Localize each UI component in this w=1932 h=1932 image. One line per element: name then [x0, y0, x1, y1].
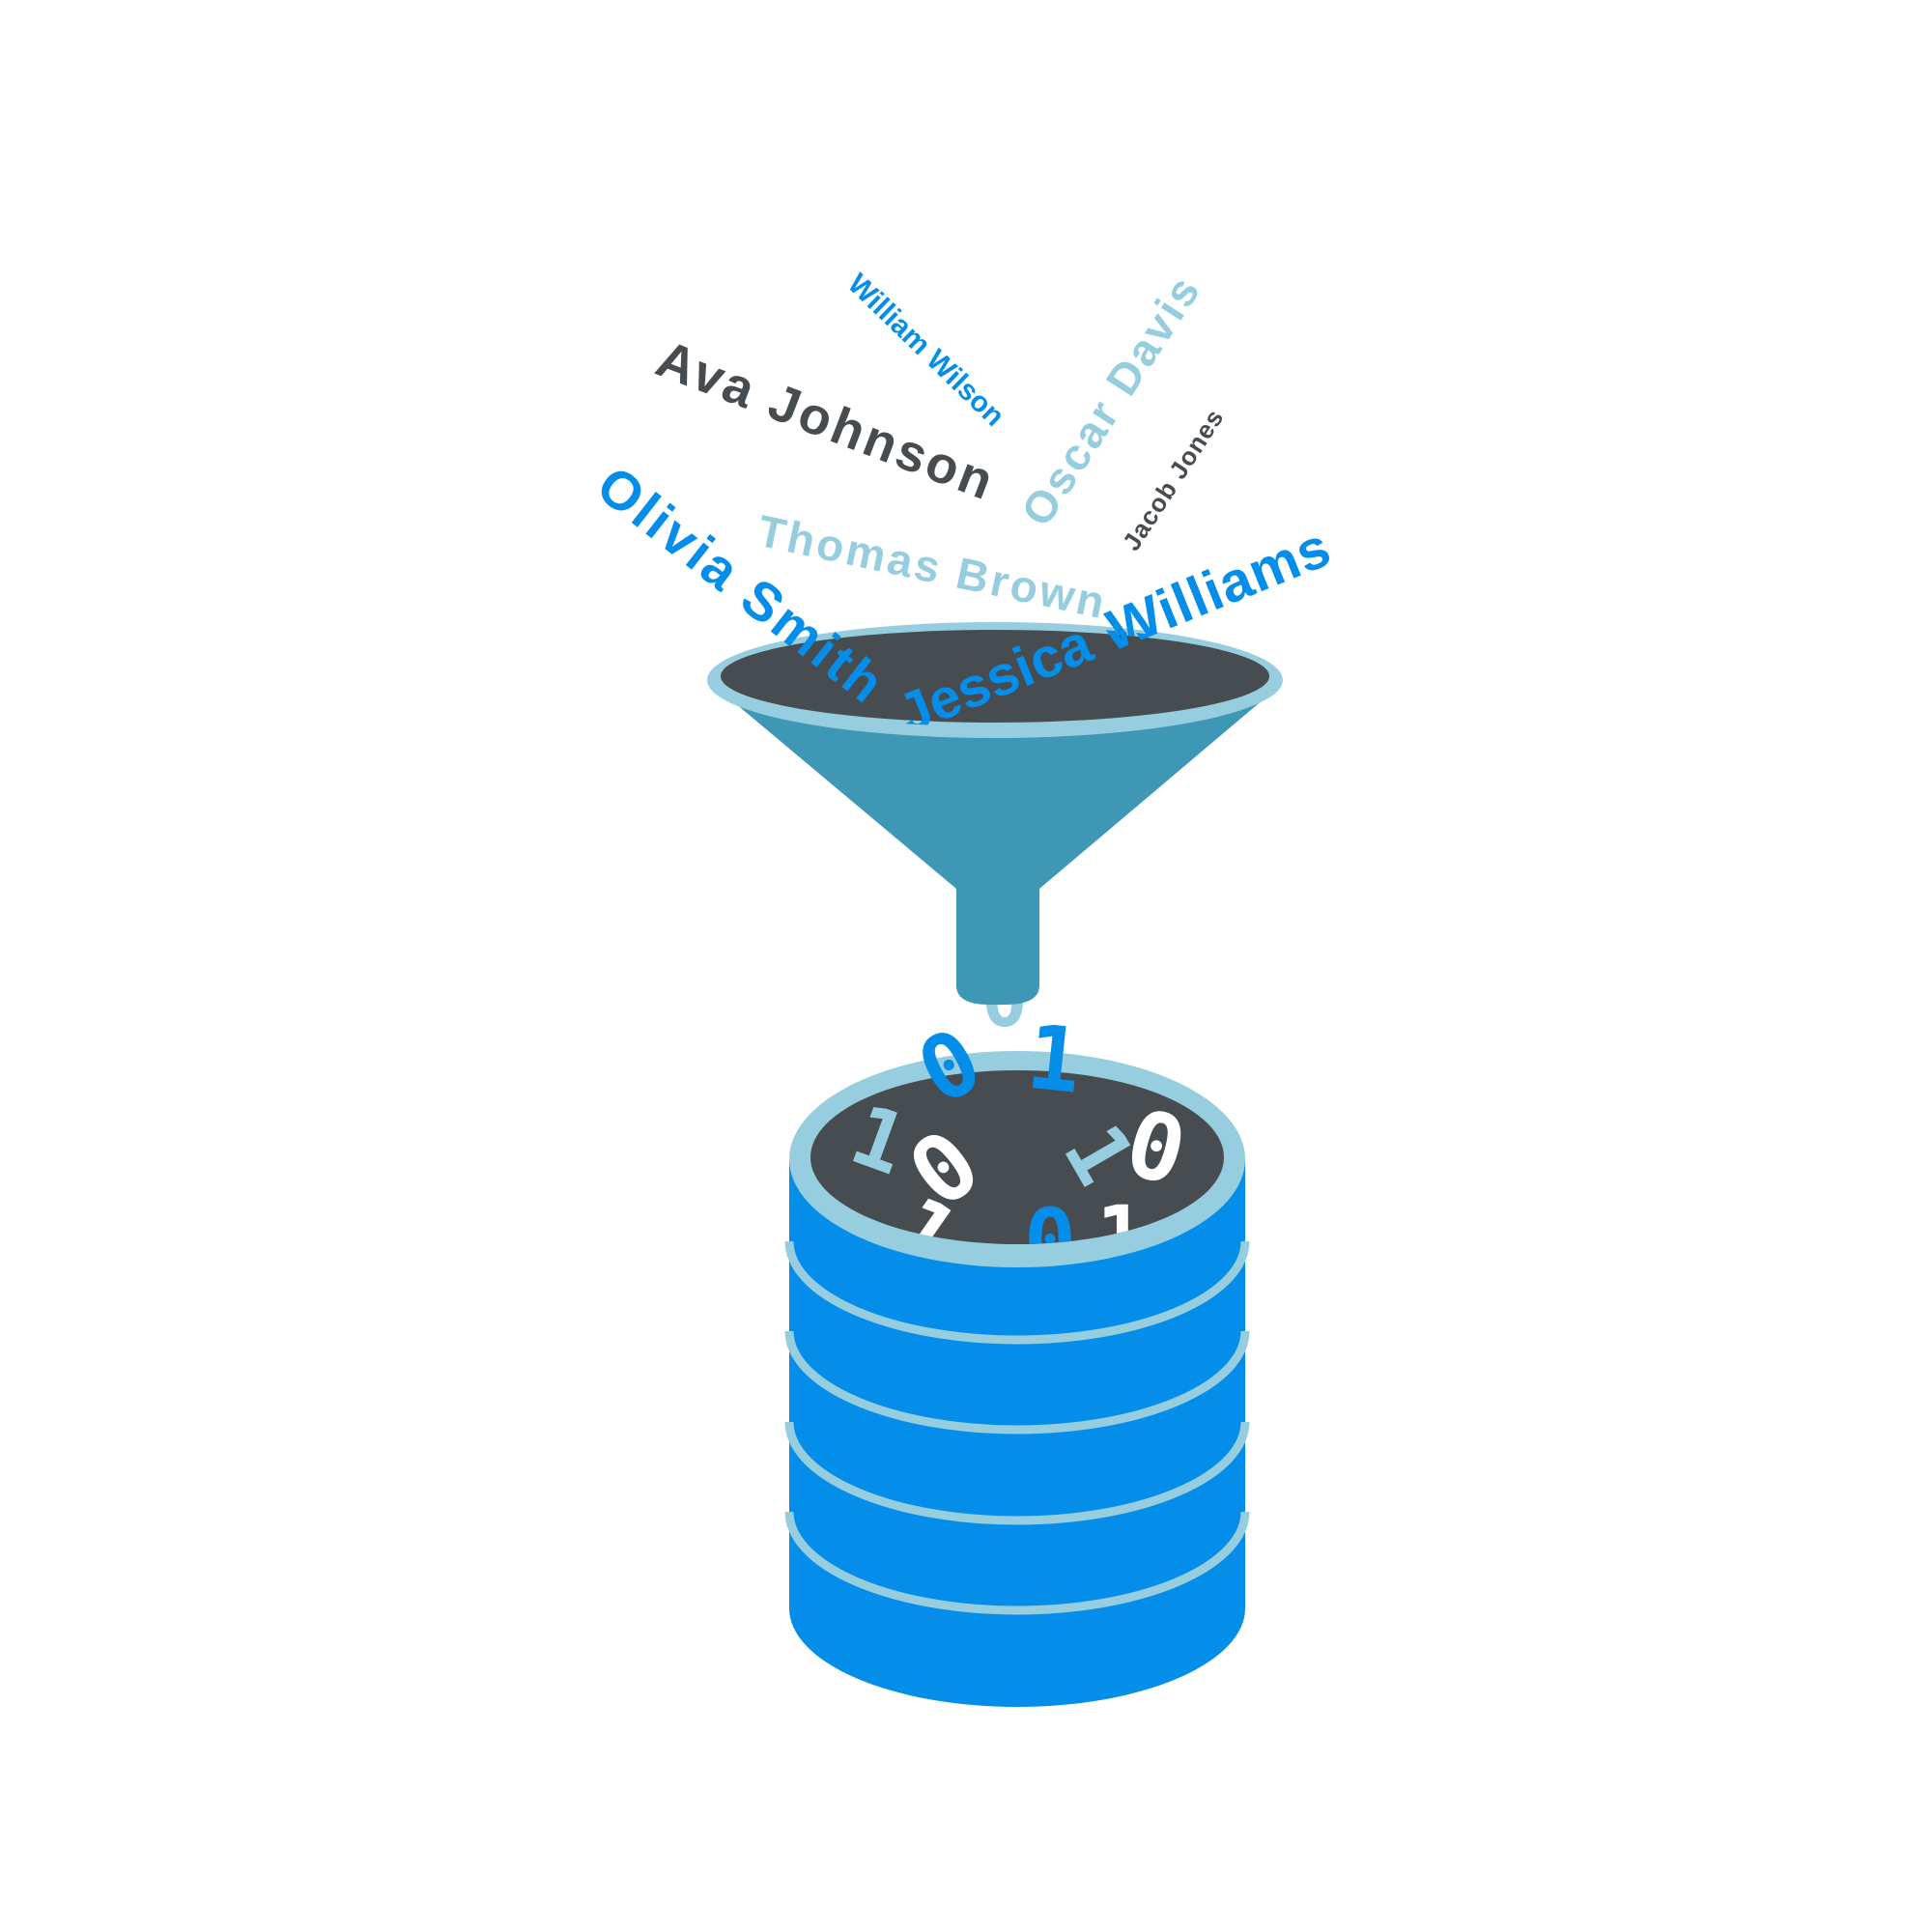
database-band [784, 1240, 1250, 1345]
digit-zero: 0 [1024, 1190, 1076, 1292]
database-band [784, 1511, 1250, 1615]
digit-one: 1 [1022, 1006, 1086, 1114]
database-body [789, 1162, 1245, 1707]
name-jacob-jones: Jacob Jones [1117, 404, 1230, 556]
database-band [784, 1330, 1250, 1435]
funnel-cone [717, 688, 1277, 1005]
database-band [784, 1421, 1250, 1525]
funnel-mouth [721, 630, 1269, 723]
funnel-icon [707, 622, 1283, 1005]
database-top [810, 1070, 1224, 1244]
database-icon [784, 1051, 1250, 1707]
